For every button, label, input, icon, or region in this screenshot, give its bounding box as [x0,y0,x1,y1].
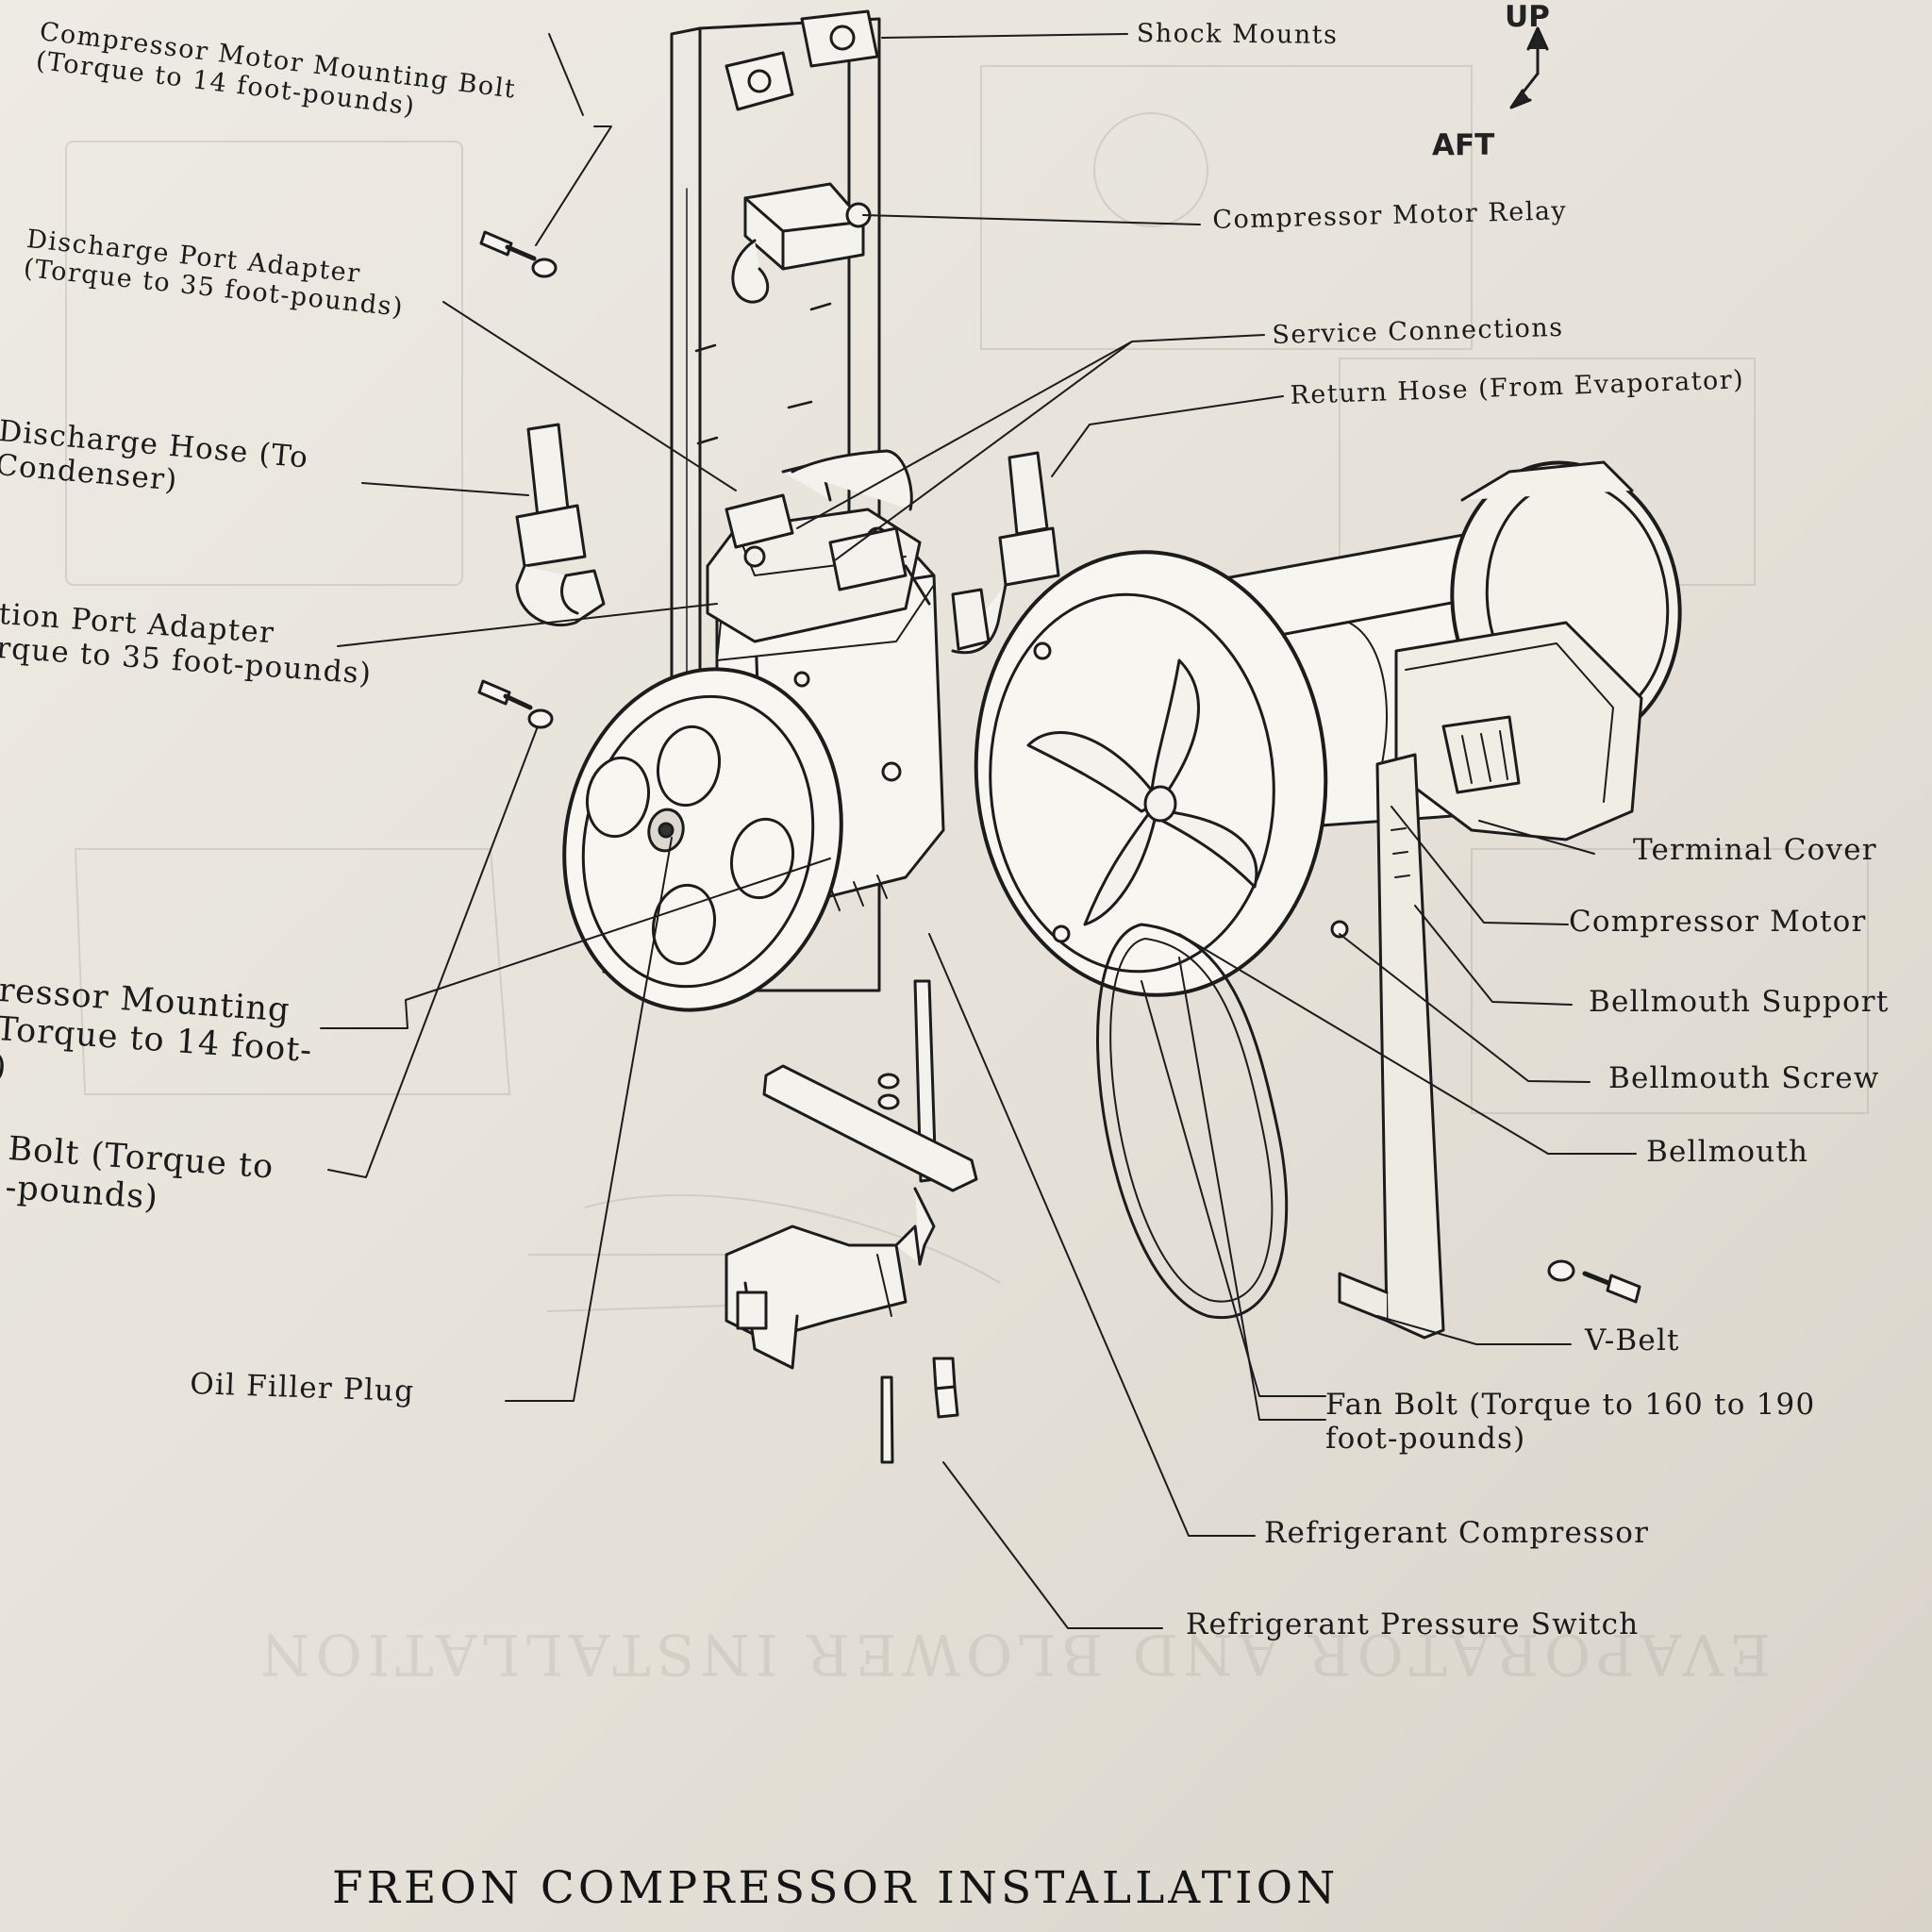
orientation-up-label: UP [1505,0,1550,34]
label-bellmouth-support: Bellmouth Support [1589,985,1890,1019]
upper-mounting-bolt [479,230,558,278]
oil-filler-plug [880,1357,959,1464]
shock-mount-upper [724,9,879,111]
pressure-switch-rod [762,979,978,1266]
bellmouth-screw [1547,1259,1641,1304]
compressor-pulley [562,667,843,1012]
label-shock-mounts: Shock Mounts [1136,19,1339,50]
refrigerant-pressure-switch-body [724,1224,922,1370]
v-belt [1096,923,1289,1320]
label-fan-bolt: Fan Bolt (Torque to 160 to 190 foot-poun… [1325,1388,1816,1456]
compressor-motor-relay [731,182,872,304]
terminal-cover [1394,621,1643,841]
label-refrigerant-compressor: Refrigerant Compressor [1264,1516,1650,1550]
label-compressor-motor: Compressor Motor [1569,905,1867,939]
rail-studs [694,302,832,445]
leader-lines [320,33,1637,1629]
figure-title: FREON COMPRESSOR INSTALLATION [332,1862,1340,1914]
service-valves [724,449,931,606]
label-compressor-mounting-bolt: ressor Mounting Torque to 14 foot- ) [0,972,314,1087]
label-refrigerant-pressure-switch: Refrigerant Pressure Switch [1186,1607,1640,1641]
orientation-aft-label: AFT [1432,128,1495,162]
label-bellmouth: Bellmouth [1646,1135,1809,1169]
return-hose [951,451,1060,655]
lower-mounting-bolt [477,679,554,729]
motor-support-bracket [1338,753,1445,1340]
label-bellmouth-screw: Bellmouth Screw [1608,1061,1880,1095]
label-terminal-cover: Terminal Cover [1633,833,1877,867]
v-belt-inner [1109,938,1274,1303]
label-v-belt: V-Belt [1585,1324,1680,1357]
orientation-arrows [1509,26,1549,109]
discharge-hose [515,423,606,627]
blower-fan [1026,658,1258,926]
